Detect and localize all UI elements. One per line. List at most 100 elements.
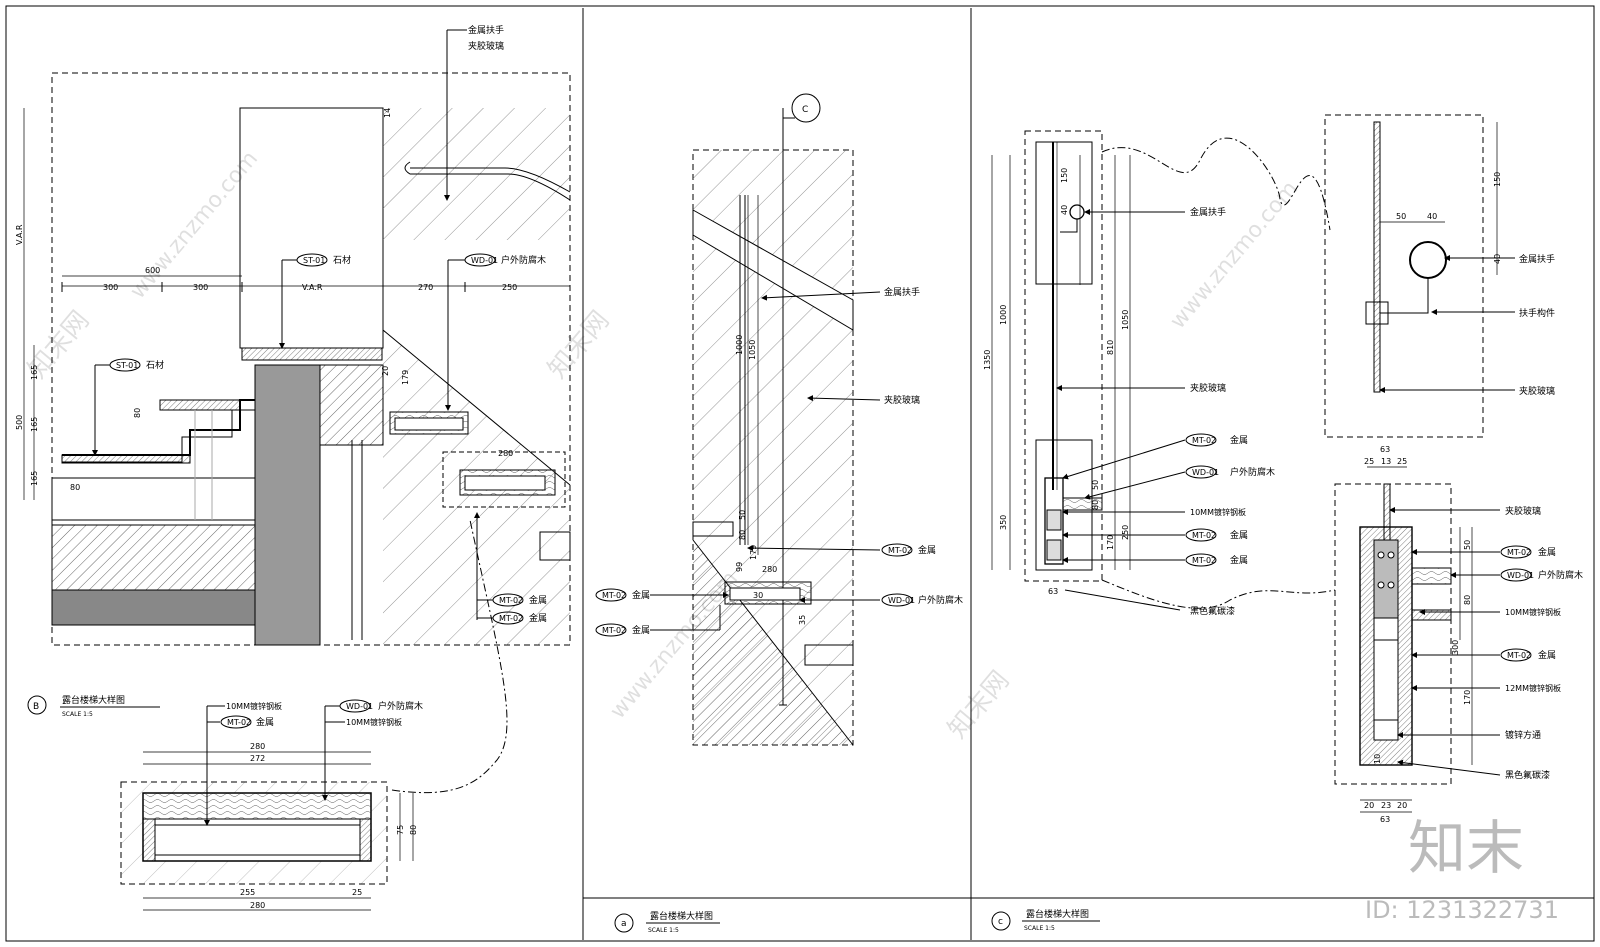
detail-b-dim-75: 75 [396,825,405,835]
watermark-logo: 知末 [1408,814,1524,882]
dim-80-a: 80 [133,408,142,418]
detail-c2-dim-20a: 20 [1364,801,1374,810]
dim-a-179: 179 [749,545,758,560]
detail-b-steel2: 10MM镀锌钢板 [346,717,402,727]
dim-300-b: 300 [193,283,208,292]
panel-a-title: 露台楼梯大样图 [650,910,713,922]
panel-a-section [595,93,913,746]
detail-c2-mt02b-tag: MT-02 [1507,651,1531,660]
detail-c2-steel10: 10MM镀锌钢板 [1505,607,1561,617]
tag-wd01-c: WD-01 [1192,468,1219,477]
detail-b-wd01-text: 户外防腐木 [378,700,423,712]
dim-165-c: 165 [30,471,39,486]
tag-mt02-b: MT-02 [499,614,523,623]
label-mt02-c1: 金属 [1230,434,1248,446]
dim-20: 20 [381,366,390,376]
detail-c2-dim-23: 23 [1381,801,1391,810]
detail-b-dim-80: 80 [409,825,418,835]
tag-st01-b: ST-01 [116,361,138,370]
label-mt02-a1: 金属 [918,544,936,556]
panel-b-title: 露台楼梯大样图 [62,694,125,706]
detail-c-glass: 夹胶玻璃 [1519,385,1555,397]
panel-b-scale: SCALE 1:5 [62,711,93,718]
panel-a-marker: a [621,919,627,929]
detail-b-mt02-text: 金属 [256,716,274,728]
dim-300-a: 300 [103,283,118,292]
watermark-cn-1: 知末网 [22,305,95,384]
detail-c-bracket: 扶手构件 [1519,307,1555,319]
watermark-cn-2: 知末网 [542,305,615,384]
detail-c2-dim-50: 50 [1463,540,1472,550]
section-marker-c: C [802,105,808,115]
label-mt02-c3: 金属 [1230,554,1248,566]
panel-b-texts: 金属扶手 夹胶玻璃 ST-01 石材 ST-01 石材 WD-01 户外防腐木 … [15,24,547,718]
watermark-site-1: www.znzmo.com [125,146,263,303]
dim-500: 500 [15,415,24,430]
tag-mt02-a1: MT-02 [888,546,912,555]
tag-st01: ST-01 [303,256,325,265]
detail-c2-dim-63top: 63 [1380,445,1390,454]
detail-c2-glass: 夹胶玻璃 [1505,505,1541,517]
detail-c2-dim-25b: 25 [1397,457,1407,466]
dim-c-250: 250 [1121,525,1130,540]
panel-b-detail: 10MM镀锌钢板 MT-02 金属 WD-01 户外防腐木 10MM镀锌钢板 2… [120,519,508,911]
label-handrail-b: 金属扶手 [468,24,504,36]
dim-a-280: 280 [762,565,777,574]
detail-c-dim-150: 150 [1493,172,1502,187]
tag-mt02-c2: MT-02 [1192,531,1216,540]
detail-b-dim-280: 280 [250,742,265,751]
detail-b-dim-255: 255 [240,888,255,897]
dim-c-63: 63 [1048,587,1058,596]
label-steel10-c: 10MM镀锌钢板 [1190,507,1246,517]
detail-c2-dim-80: 80 [1463,595,1472,605]
dim-a-1000: 1000 [735,335,744,355]
dim-var-h: V.A.R [302,283,323,292]
tag-mt02-a3: MT-02 [602,626,626,635]
dim-c-1050: 1050 [1121,310,1130,330]
detail-b-wd01-tag: WD-01 [346,702,373,711]
tag-mt02-c3: MT-02 [1192,556,1216,565]
label-glass-a: 夹胶玻璃 [884,394,920,406]
tag-mt02-c1: MT-02 [1192,436,1216,445]
detail-c2-mt02b-text: 金属 [1538,649,1556,661]
dim-c-1350: 1350 [983,350,992,370]
detail-c2-wd01-tag: WD-01 [1507,571,1534,580]
detail-c-dim-40b: 40 [1493,254,1502,264]
dim-600: 600 [145,266,160,275]
tag-mt02-a2: MT-02 [602,591,626,600]
detail-c2-steel12: 12MM镀锌钢板 [1505,683,1561,693]
detail-c2-dim-170: 170 [1463,690,1472,705]
label-mt02-b: 金属 [529,612,547,624]
detail-c2-dim-10: 10 [1373,754,1382,764]
label-wd01: 户外防腐木 [501,254,546,266]
dim-c-1000: 1000 [999,305,1008,325]
sheet-frames [5,5,1595,942]
detail-c2-dim-20b: 20 [1397,801,1407,810]
tag-wd01-a: WD-01 [888,596,915,605]
label-black-c: 黑色氟碳漆 [1190,605,1235,617]
detail-c-dim-40: 40 [1427,212,1437,221]
label-mt02-a: 金属 [529,594,547,606]
label-mt02-c2: 金属 [1230,529,1248,541]
dim-250: 250 [502,283,517,292]
label-handrail-c: 金属扶手 [1190,206,1226,218]
label-mt02-a2: 金属 [632,589,650,601]
dim-280: 280 [498,449,513,458]
panel-c-detail-bottom: 夹胶玻璃 MT-02 金属 WD-01 户外防腐木 10MM镀锌钢板 MT-02… [1334,445,1583,824]
label-st01: 石材 [333,254,351,266]
dim-a-99: 99 [735,562,744,572]
panel-c-texts: 金属扶手 夹胶玻璃 MT-02 金属 WD-01 户外防腐木 10MM镀锌钢板 … [983,168,1275,932]
dim-14: 14 [383,108,392,118]
dim-c-80: 80 [1091,500,1100,510]
detail-c2-tube: 镀锌方通 [1505,729,1541,741]
detail-c2-dim-25a: 25 [1364,457,1374,466]
dim-a-35: 35 [798,615,807,625]
detail-b-dim-25: 25 [352,888,362,897]
dim-c-50: 50 [1091,480,1100,490]
detail-b-dim-280b: 280 [250,901,265,910]
dim-179: 179 [401,370,410,385]
label-handrail-a: 金属扶手 [884,286,920,298]
panel-c-title: 露台楼梯大样图 [1026,908,1089,920]
detail-c2-wd01-text: 户外防腐木 [1538,569,1583,581]
